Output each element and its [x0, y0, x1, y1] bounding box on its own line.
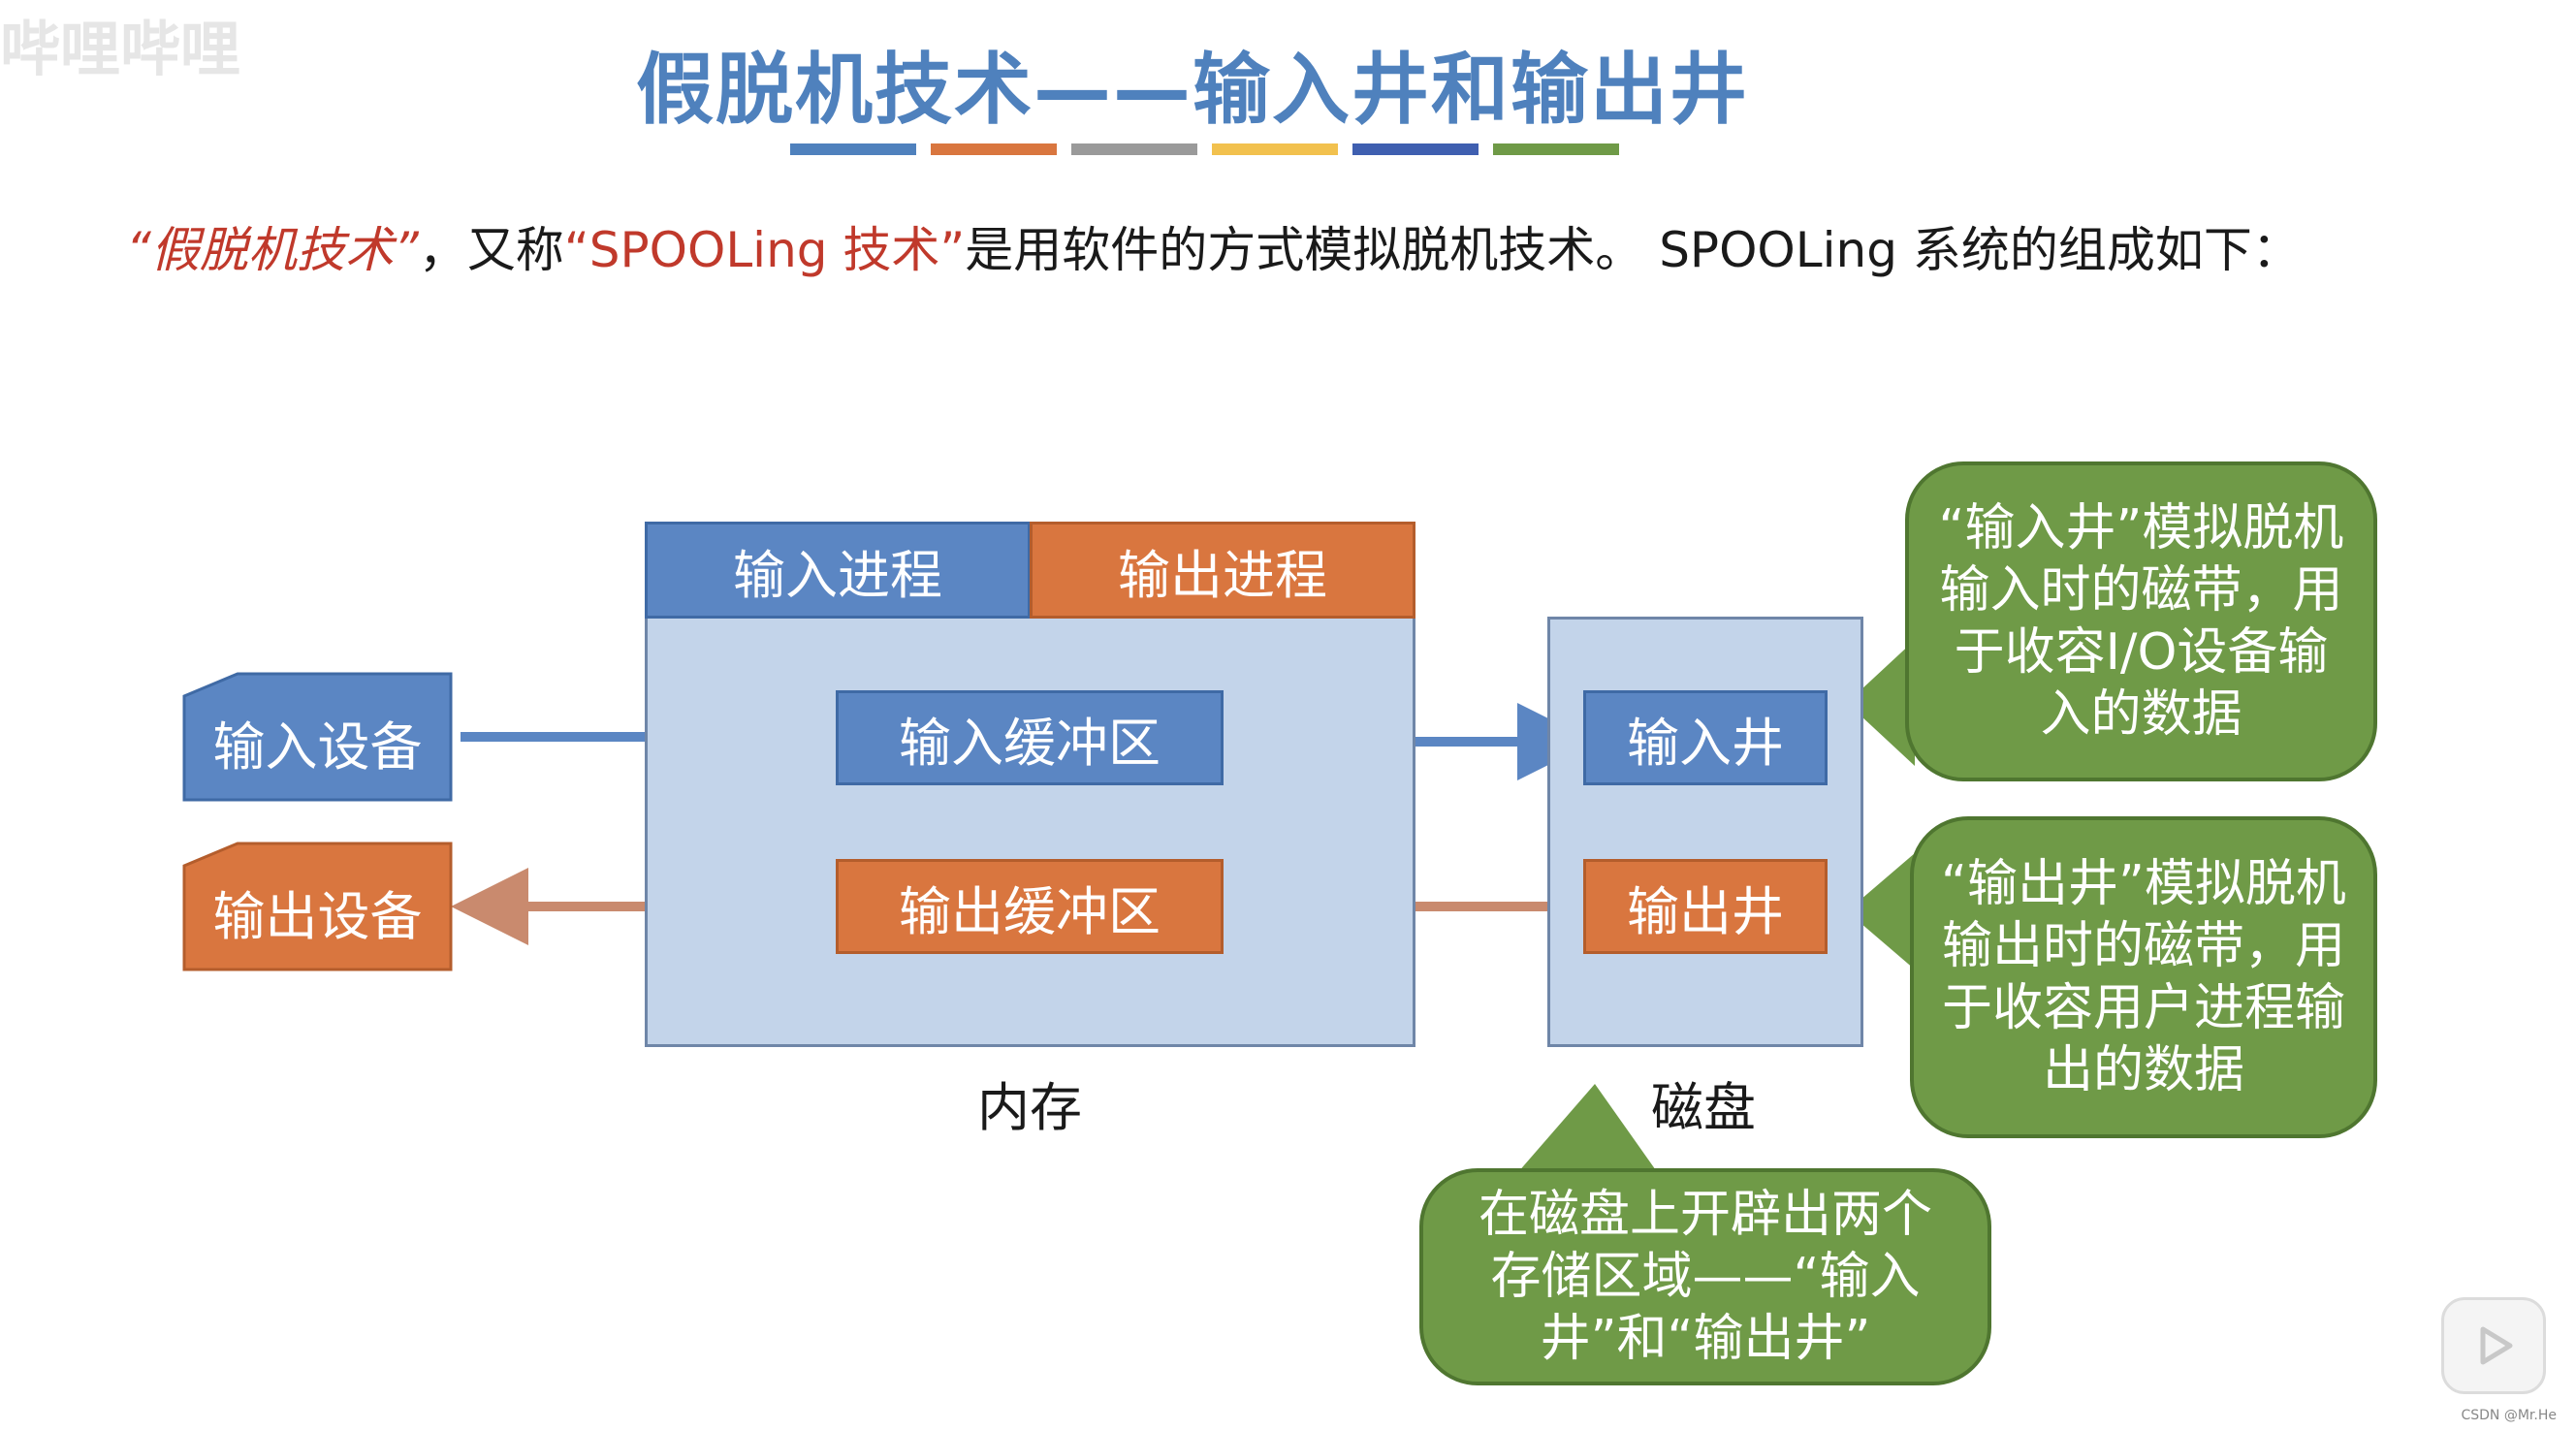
play-button[interactable] — [2441, 1297, 2546, 1394]
intro-connector: ，又称 — [418, 222, 564, 278]
callout-input-well-text: “输入井”模拟脱机输入时的磁带，用于收容I/O设备输入的数据 — [1938, 499, 2344, 744]
disk-region — [1547, 617, 1863, 1047]
term-spooling-cn: “假脱机技术” — [126, 222, 419, 278]
callout-pointer-disk — [1517, 1084, 1658, 1173]
intro-description: 是用软件的方式模拟脱机技术。 SPOOLing 系统的组成如下： — [965, 222, 2301, 278]
output-device-label-wrap: 输出设备 — [184, 853, 451, 970]
intro-text: “假脱机技术”，又称“SPOOLing 技术”是用软件的方式模拟脱机技术。 SP… — [126, 211, 2301, 281]
memory-caption: 内存 — [977, 1077, 1082, 1138]
callout-pointer-output — [1847, 853, 1915, 970]
callout-output-well-text: “输出井”模拟脱机输出时的磁带，用于收容用户进程输出的数据 — [1941, 855, 2346, 1099]
input-well-label: 输入井 — [1627, 712, 1784, 774]
output-buffer-label: 输出缓冲区 — [899, 880, 1161, 942]
input-device-label: 输入设备 — [212, 716, 423, 778]
corner-watermark: CSDN @Mr.He — [2461, 1408, 2557, 1423]
input-buffer-label: 输入缓冲区 — [899, 712, 1161, 774]
input-well-box: 输入井 — [1583, 690, 1828, 785]
color-bar — [1352, 143, 1479, 155]
output-device-label: 输出设备 — [212, 885, 423, 947]
color-bar — [1071, 143, 1197, 155]
disk-caption: 磁盘 — [1651, 1077, 1756, 1138]
input-process-label: 输入进程 — [733, 544, 942, 606]
callout-pointer-input — [1847, 640, 1915, 766]
input-device-label-wrap: 输入设备 — [184, 684, 451, 800]
output-well-box: 输出井 — [1583, 859, 1828, 954]
output-buffer-box: 输出缓冲区 — [836, 859, 1224, 954]
slide-title: 假脱机技术——输入井和输出井 — [636, 45, 1749, 135]
callout-disk: 在磁盘上开辟出两个存储区域——“输入井”和“输出井” — [1419, 1168, 1991, 1385]
input-buffer-box: 输入缓冲区 — [836, 690, 1224, 785]
callout-input-well: “输入井”模拟脱机输入时的磁带，用于收容I/O设备输入的数据 — [1905, 461, 2377, 781]
output-process-box: 输出进程 — [1030, 522, 1415, 619]
color-bar — [1212, 143, 1338, 155]
color-bar — [1493, 143, 1619, 155]
callout-output-well: “输出井”模拟脱机输出时的磁带，用于收容用户进程输出的数据 — [1910, 816, 2377, 1138]
site-watermark: 哔哩哔哩 — [0, 14, 241, 84]
input-device-shape — [182, 672, 453, 802]
output-process-label: 输出进程 — [1118, 544, 1327, 606]
input-process-box: 输入进程 — [645, 522, 1031, 619]
output-well-label: 输出井 — [1627, 880, 1784, 942]
color-bar — [790, 143, 916, 155]
color-bar — [931, 143, 1057, 155]
term-spooling-en: “SPOOLing 技术” — [563, 222, 966, 278]
output-device-shape — [182, 842, 453, 971]
play-icon — [2480, 1326, 2513, 1365]
callout-disk-text: 在磁盘上开辟出两个存储区域——“输入井”和“输出井” — [1478, 1186, 1932, 1368]
